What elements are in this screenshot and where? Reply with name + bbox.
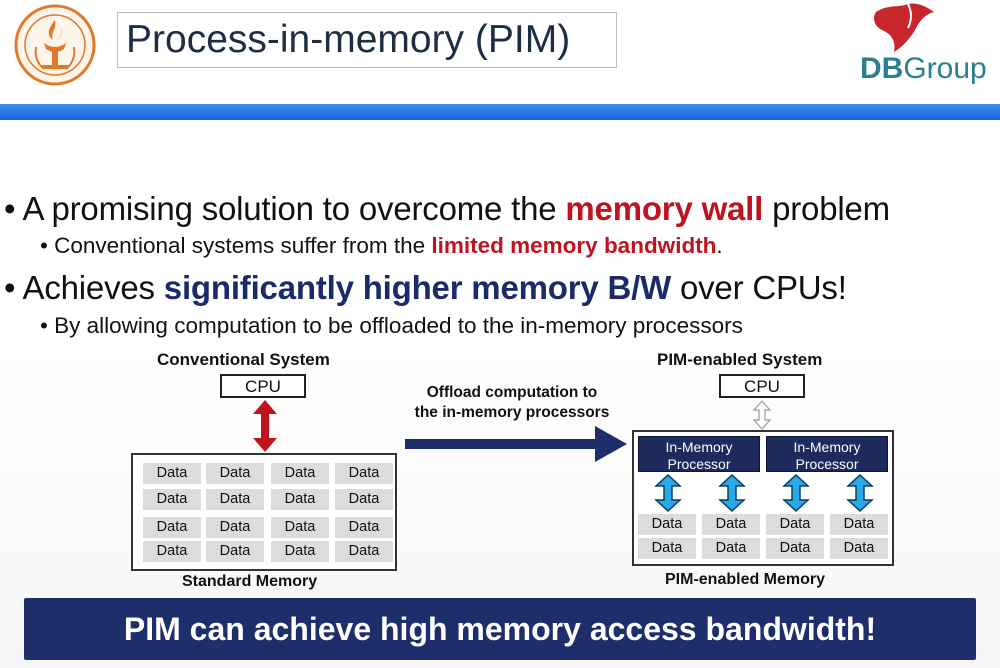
- conventional-system-title: Conventional System: [157, 350, 330, 369]
- pim-system-title: PIM-enabled System: [657, 350, 823, 369]
- dbgroup-logo-group: Group: [903, 52, 987, 85]
- subbullet-2-text: By allowing computation to be offloaded …: [54, 313, 743, 338]
- dbgroup-logo: DBGroup: [858, 2, 1000, 88]
- bullet-1-tail: problem: [763, 190, 890, 227]
- processor-label-line2: Processor: [795, 456, 859, 472]
- pim-memory-label: PIM-enabled Memory: [665, 571, 826, 588]
- subbullet-offload: • By allowing computation to be offloade…: [40, 313, 743, 338]
- bullet-2-tail: over CPUs!: [671, 269, 847, 306]
- standard-data-cell: Data: [335, 489, 393, 510]
- standard-data-cell: Data: [206, 517, 264, 538]
- pim-data-cell: Data: [830, 514, 888, 535]
- standard-data-cell: Data: [335, 463, 393, 484]
- pim-data-cell: Data: [702, 514, 760, 535]
- cpu-light-arrow-icon: [752, 400, 772, 430]
- pim-data-cell: Data: [766, 538, 824, 559]
- page-title: Process-in-memory (PIM): [117, 12, 617, 68]
- conclusion-banner: PIM can achieve high memory access bandw…: [24, 598, 976, 660]
- processor-label-line1: In-Memory: [793, 439, 861, 455]
- standard-data-cell: Data: [206, 541, 264, 562]
- pim-data-cell: Data: [766, 514, 824, 535]
- standard-data-cell: Data: [271, 517, 329, 538]
- standard-data-cell: Data: [335, 541, 393, 562]
- pim-cpu-box: CPU: [719, 374, 805, 398]
- standard-data-cell: Data: [206, 489, 264, 510]
- offload-caption: Offload computation to the in-memory pro…: [392, 383, 632, 423]
- standard-data-cell: Data: [143, 463, 201, 484]
- standard-data-cell: Data: [335, 517, 393, 538]
- bullet-2-text: Achieves: [22, 269, 164, 306]
- bullet-2-highlight: significantly higher memory B/W: [163, 269, 672, 306]
- conventional-cpu-box: CPU: [220, 374, 306, 398]
- subbullet-1-highlight: limited memory bandwidth: [431, 233, 717, 258]
- standard-data-cell: Data: [143, 541, 201, 562]
- bullet-1-highlight: memory wall: [565, 190, 764, 227]
- header-divider-bar: [0, 104, 1000, 120]
- offload-caption-line2: the in-memory processors: [414, 404, 610, 421]
- subbullet-bandwidth: • Conventional systems suffer from the l…: [40, 233, 723, 258]
- standard-data-cell: Data: [206, 463, 264, 484]
- bullet-1-text: A promising solution to overcome the: [22, 190, 566, 227]
- processor-label-line2: Processor: [667, 456, 731, 472]
- processor-data-blue-arrow-icon: [718, 474, 746, 512]
- standard-data-cell: Data: [271, 463, 329, 484]
- processor-data-blue-arrow-icon: [846, 474, 874, 512]
- standard-data-cell: Data: [143, 517, 201, 538]
- dbgroup-emblem-icon: [874, 3, 934, 53]
- offload-arrow-icon: [405, 426, 627, 462]
- cpu-memory-red-arrow-icon: [253, 400, 277, 452]
- content-background: [0, 124, 1000, 668]
- standard-memory-label: Standard Memory: [182, 573, 318, 590]
- dbgroup-logo-db: DB: [860, 52, 904, 85]
- offload-caption-line1: Offload computation to: [426, 384, 598, 401]
- standard-data-cell: Data: [271, 489, 329, 510]
- processor-label-line1: In-Memory: [665, 439, 733, 455]
- pim-data-cell: Data: [702, 538, 760, 559]
- subbullet-1-tail: .: [716, 233, 723, 258]
- processor-data-blue-arrow-icon: [782, 474, 810, 512]
- subbullet-1-text: Conventional systems suffer from the: [54, 233, 432, 258]
- standard-data-cell: Data: [143, 489, 201, 510]
- bullet-higher-bw: • Achieves significantly higher memory B…: [4, 269, 847, 306]
- pim-data-cell: Data: [638, 538, 696, 559]
- standard-data-cell: Data: [271, 541, 329, 562]
- pim-data-cell: Data: [638, 514, 696, 535]
- pim-data-cell: Data: [830, 538, 888, 559]
- bullet-memory-wall: • A promising solution to overcome the m…: [4, 190, 890, 227]
- university-logo: [14, 4, 96, 86]
- processor-data-blue-arrow-icon: [654, 474, 682, 512]
